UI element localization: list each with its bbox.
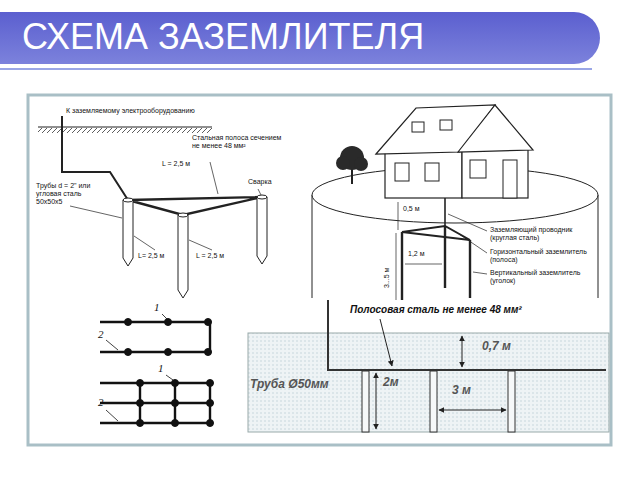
tree-crown xyxy=(354,157,368,171)
dimension-label: 0,7 м xyxy=(482,340,511,354)
dimension-line xyxy=(405,264,442,265)
note-label: Полосовая сталь не менее 48 мм² xyxy=(350,304,522,316)
dimension-line xyxy=(396,233,397,300)
pipe-top xyxy=(257,195,267,199)
house-window xyxy=(470,160,486,178)
dimension-label: 1,2 м xyxy=(408,250,425,258)
pipe-top xyxy=(178,213,188,217)
banner-underline xyxy=(0,68,592,70)
vertical-electrode-dot xyxy=(137,400,144,407)
vertical-earth-electrode xyxy=(401,232,403,300)
vertical-electrode-dot xyxy=(207,400,214,407)
dimension-label: L = 2,5 м xyxy=(162,160,190,168)
dimension-label: 3...5 м xyxy=(383,268,391,288)
title-banner xyxy=(0,12,600,64)
vertical-electrode-dot xyxy=(172,420,179,427)
vertical-electrode-dot xyxy=(205,319,212,326)
leader-line xyxy=(134,236,155,250)
vertical-electrode-dot xyxy=(125,319,132,326)
roof-window xyxy=(440,120,452,130)
dimension-arrow xyxy=(439,410,506,411)
leader-arrow xyxy=(380,319,392,366)
vertical-electrode-dot xyxy=(137,380,144,387)
note-label: Стальная полоса сечением не менее 48 мм² xyxy=(192,134,284,150)
content-frame xyxy=(28,95,611,445)
leader-line xyxy=(258,189,261,195)
roof-window xyxy=(412,122,424,132)
pipe-electrode xyxy=(123,200,133,266)
vertical-electrode-dot xyxy=(205,349,212,356)
note-label: Горизонтальный заземлитель (полоса) xyxy=(490,248,594,264)
dimension-label: L = 2,5 м xyxy=(196,252,224,260)
house-wall xyxy=(385,150,462,198)
note-label: Заземляющий проводник (круглая сталь) xyxy=(490,226,594,242)
leader-line xyxy=(189,240,212,250)
ground-section-drawing xyxy=(248,300,609,432)
pipe-electrode xyxy=(430,371,437,432)
vertical-earth-electrode xyxy=(469,240,471,298)
vertical-electrode-dot xyxy=(172,400,179,407)
vertical-electrode-dot xyxy=(165,319,172,326)
slide-title: СХЕМА ЗАЗЕМЛИТЕЛЯ xyxy=(22,15,424,59)
pipe-electrode xyxy=(178,215,188,298)
vertical-electrode-dot xyxy=(165,349,172,356)
dimension-arrow xyxy=(376,373,377,429)
note-label: Вертикальный заземлитель (уголок) xyxy=(490,269,594,285)
vertical-electrode-dot xyxy=(207,420,214,427)
leader-line xyxy=(166,375,173,380)
leader-line xyxy=(106,340,118,350)
ground-line xyxy=(38,126,212,127)
electrode-layout-schemes xyxy=(100,314,214,427)
note-label: Трубы d = 2" или угловая сталь 50х50х5 xyxy=(36,182,108,206)
house-gable-wall xyxy=(462,148,528,198)
callout-number: 2 xyxy=(98,328,104,341)
house-window xyxy=(425,163,439,181)
pipe-electrode xyxy=(508,371,515,432)
vertical-electrode-dot xyxy=(125,349,132,356)
house-gable xyxy=(458,105,533,152)
note-label: Сварка xyxy=(248,178,272,186)
dimension-line xyxy=(398,202,399,230)
leader-line xyxy=(473,272,487,274)
dimension-label: 0,5 м xyxy=(403,205,420,213)
vertical-electrode-dot xyxy=(172,380,179,387)
tree-crown xyxy=(336,156,350,170)
soil-area xyxy=(248,333,609,432)
ground-hatch xyxy=(38,128,212,133)
horizontal-electrode xyxy=(100,322,210,352)
leader-line xyxy=(70,206,122,218)
pipe-top xyxy=(123,198,133,202)
callout-number: 1 xyxy=(154,301,160,314)
vertical-earth-electrode xyxy=(444,226,446,288)
dimension-label: 3 м xyxy=(452,384,471,398)
house-window xyxy=(395,163,409,181)
dimension-label: 2м xyxy=(383,376,399,390)
tree-trunk xyxy=(351,168,353,184)
house-drawing xyxy=(312,105,598,300)
leader-line xyxy=(106,410,118,421)
house-door xyxy=(503,160,517,198)
earthing-conductor xyxy=(444,198,446,226)
callout-number: 2 xyxy=(98,396,104,409)
dimension-arrow xyxy=(462,336,463,367)
leader-line xyxy=(459,234,487,253)
vertical-electrode-dot xyxy=(207,380,214,387)
horizontal-electrode-grid xyxy=(100,383,212,423)
note-label: Труба Ø50мм xyxy=(250,378,329,392)
callout-number: 1 xyxy=(158,362,164,375)
vertical-electrode-dot xyxy=(137,420,144,427)
pipe-electrode xyxy=(362,371,369,432)
pipe-electrode xyxy=(257,197,267,264)
steel-strip xyxy=(128,197,262,215)
leader-line xyxy=(448,214,487,231)
horizontal-earth-electrode xyxy=(402,226,470,240)
leader-line xyxy=(162,314,167,319)
steel-strip xyxy=(328,300,606,370)
dimension-label: L= 2,5 м xyxy=(138,252,164,260)
leader-line xyxy=(210,162,218,194)
note-label: К заземляемому электрооборудованию xyxy=(66,107,195,115)
